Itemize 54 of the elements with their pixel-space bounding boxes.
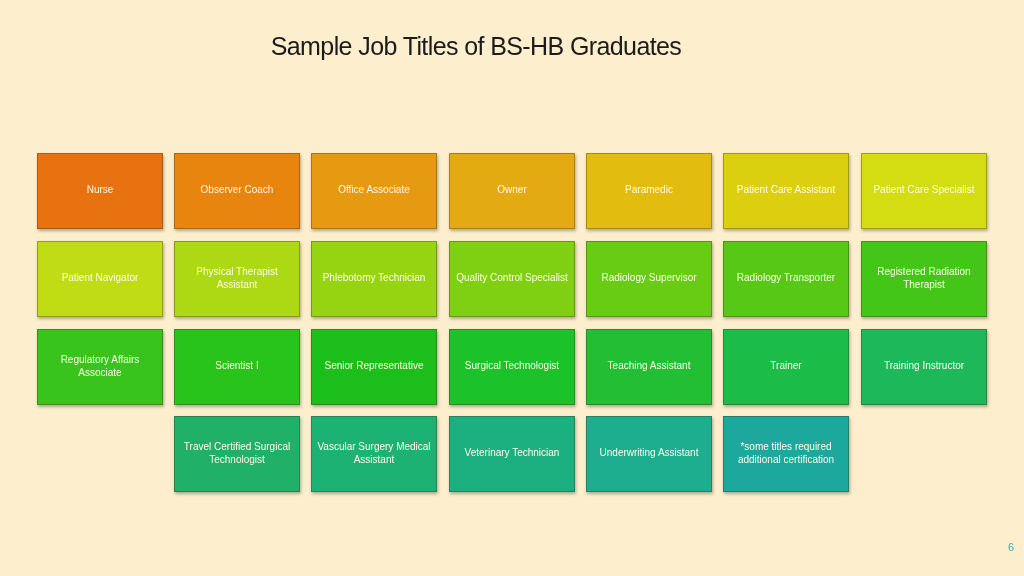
job-title-tile <box>37 329 163 405</box>
job-title-tile <box>174 329 300 405</box>
job-title-tile <box>723 241 849 317</box>
job-title: Patient Navigator <box>61 271 139 284</box>
job-title-tile <box>449 416 575 492</box>
job-title: Vascular Surgery Medical Assistant <box>316 439 432 466</box>
job-title-tile <box>449 153 575 229</box>
job-title: Travel Certified Surgical Technologist <box>182 439 292 466</box>
job-title-tile <box>449 241 575 317</box>
job-title-tile <box>174 153 300 229</box>
page-number: 6 <box>1007 541 1014 553</box>
job-title: Radiology Supervisor <box>601 271 697 284</box>
job-title: Nurse <box>86 183 114 196</box>
job-title-tile <box>37 241 163 317</box>
job-title-tile <box>311 241 437 317</box>
job-title: Patient Care Assistant <box>736 183 836 196</box>
job-title: Teaching Assistant <box>607 359 691 372</box>
job-title-tile <box>586 329 712 405</box>
job-title-tile <box>723 329 849 405</box>
slide-title: Sample Job Titles of BS-HB Graduates <box>270 31 682 62</box>
job-title-tile <box>311 416 437 492</box>
job-title-tile <box>861 153 987 229</box>
job-title: Radiology Transporter <box>736 271 836 284</box>
job-title: Observer Coach <box>200 183 274 196</box>
job-title-tile <box>449 329 575 405</box>
job-title-tile <box>586 416 712 492</box>
job-title: Owner <box>497 183 527 196</box>
job-title: Veterinary Technician <box>464 446 560 459</box>
job-title-tile <box>723 153 849 229</box>
job-title-tile <box>586 241 712 317</box>
job-title-tile <box>586 153 712 229</box>
job-title-tile <box>37 153 163 229</box>
job-title: Training Instructor <box>883 359 965 372</box>
job-title: Underwriting Assistant <box>599 446 699 459</box>
job-title: Office Associate <box>338 183 410 196</box>
job-title-tile <box>174 416 300 492</box>
job-title: Senior Representative <box>324 359 424 372</box>
job-title: Scientist I <box>215 359 259 372</box>
job-title-tile <box>311 329 437 405</box>
job-title-tile <box>311 153 437 229</box>
job-title: Registered Radiation Therapist <box>876 264 972 291</box>
job-title-tile <box>861 329 987 405</box>
job-title: Patient Care Specialist <box>873 183 975 196</box>
job-title-tile <box>861 241 987 317</box>
job-title: Phlebotomy Technician <box>322 271 426 284</box>
job-title: Trainer <box>770 359 802 372</box>
job-title: Regulatory Affairs Associate <box>59 352 141 379</box>
job-title: Surgical Technologist <box>464 359 560 372</box>
job-title: Physical Therapist Assistant <box>195 264 279 291</box>
job-title: *some titles required additional certification <box>736 439 836 466</box>
job-title-tile <box>723 416 849 492</box>
job-title: Quality Control Specialist <box>456 271 568 284</box>
job-title-tile <box>174 241 300 317</box>
job-title: Paramedic <box>625 183 673 196</box>
